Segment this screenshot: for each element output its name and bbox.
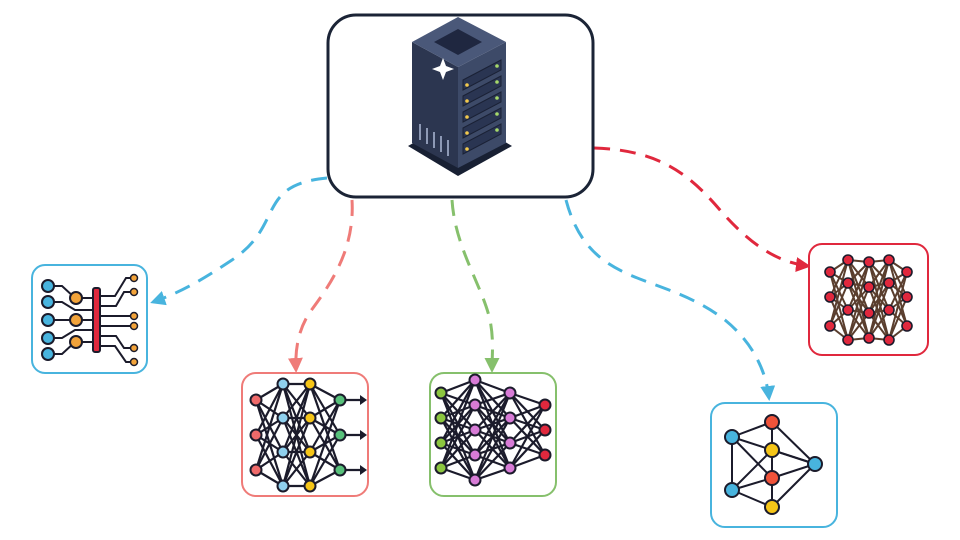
feedforward-network-icon [249, 377, 367, 493]
node-deep-green [429, 372, 557, 497]
edges [150, 146, 811, 401]
neuron-node [434, 436, 448, 450]
neuron-node [538, 398, 552, 412]
neuron-node [468, 373, 482, 387]
neuron-node [883, 304, 895, 316]
edge-hub-to-conv [150, 176, 328, 306]
neuron-node [468, 448, 482, 462]
neuron-node [883, 277, 895, 289]
neuron-node [901, 320, 913, 332]
neuron-node [842, 277, 854, 289]
neuron-node [249, 463, 263, 477]
graph-network-icon [724, 414, 823, 515]
server-rack-icon [408, 17, 512, 176]
neuron-node [901, 266, 913, 278]
neuron-node [538, 448, 552, 462]
neuron-node [303, 445, 317, 459]
node-graph-blue [710, 402, 838, 528]
mesh-network-icon [824, 254, 913, 346]
neuron-node [303, 411, 317, 425]
neuron-node [863, 281, 875, 293]
neuron-node [333, 393, 347, 407]
neuron-node [863, 307, 875, 319]
deep-network-icon [434, 373, 552, 487]
neuron-node [883, 254, 895, 266]
neuron-node [468, 473, 482, 487]
neuron-node [303, 479, 317, 493]
neuron-node [842, 334, 854, 346]
neuron-node [824, 291, 836, 303]
node-mesh-red [808, 243, 929, 356]
node-conv [31, 264, 148, 374]
neuron-node [434, 411, 448, 425]
edge-hub-to-ff-salmon [287, 199, 354, 373]
neuron-node [468, 398, 482, 412]
neuron-node [503, 411, 517, 425]
neuron-node [434, 461, 448, 475]
neuron-node [824, 266, 836, 278]
hub-node [326, 13, 595, 199]
neuron-node [901, 291, 913, 303]
neuron-node [863, 256, 875, 268]
neuron-node [303, 377, 317, 391]
neuron-node [333, 463, 347, 477]
neuron-node [824, 320, 836, 332]
node-mesh-red-box [808, 243, 929, 356]
neuron-node [333, 428, 347, 442]
neuron-node [503, 436, 517, 450]
neuron-node [276, 479, 290, 493]
edge-hub-to-deep-green [450, 199, 500, 373]
neuron-node [276, 411, 290, 425]
neuron-node [503, 386, 517, 400]
neuron-node [538, 423, 552, 437]
node-ff-salmon [241, 372, 369, 497]
edge-hub-to-mesh-red [593, 146, 811, 272]
neuron-node [468, 423, 482, 437]
conv-inputs [41, 279, 55, 361]
neuron-node [276, 445, 290, 459]
neuron-node [842, 304, 854, 316]
neuron-node [434, 386, 448, 400]
edge-hub-to-graph-blue [564, 199, 776, 401]
neuron-node [883, 334, 895, 346]
neuron-node [503, 461, 517, 475]
neuron-node [276, 377, 290, 391]
neuron-node [863, 332, 875, 344]
neuron-node [842, 254, 854, 266]
neuron-node [249, 393, 263, 407]
neuron-node [249, 428, 263, 442]
